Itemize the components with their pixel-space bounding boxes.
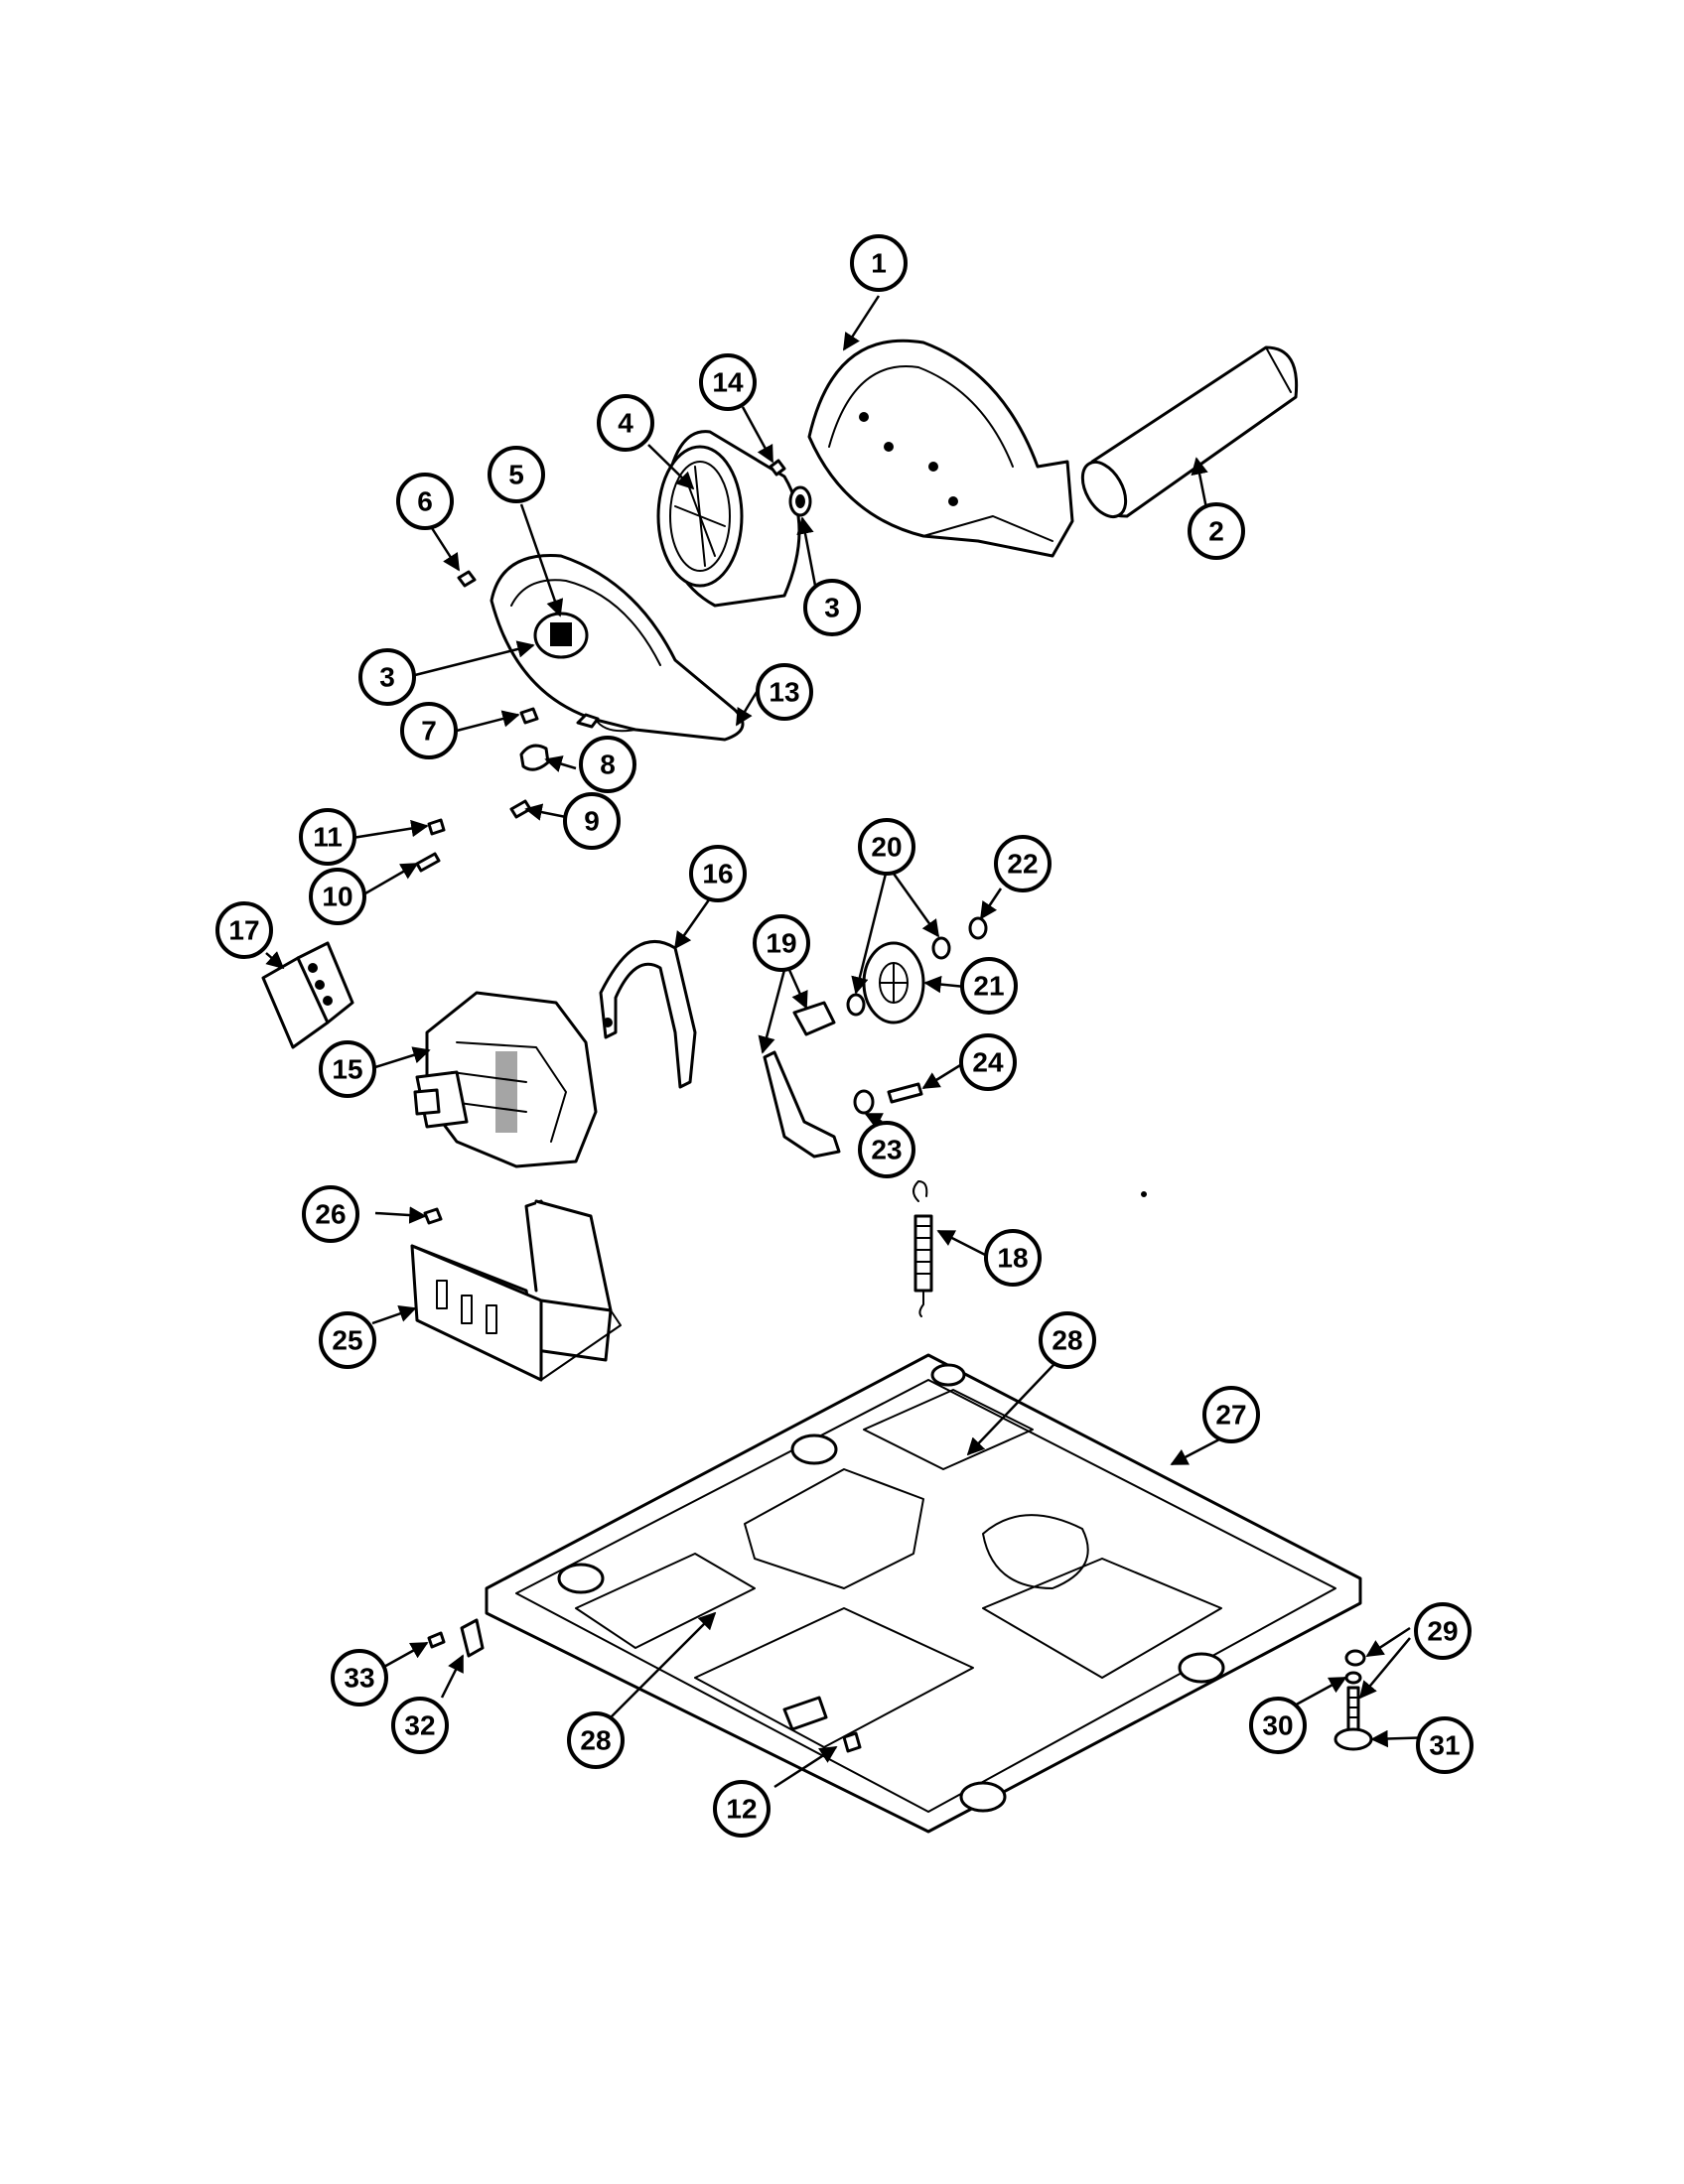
callout: 10 <box>309 868 366 925</box>
callout: 28 <box>567 1711 625 1769</box>
callout: 8 <box>579 736 636 793</box>
callout-label: 21 <box>973 971 1004 1002</box>
callout-label: 24 <box>972 1047 1004 1078</box>
base-plate <box>485 1353 1362 1834</box>
callout: 2 <box>1188 502 1245 560</box>
callout: 18 <box>984 1229 1042 1287</box>
callout: 30 <box>1249 1697 1307 1754</box>
callout-label: 4 <box>618 408 633 439</box>
callout: 1 <box>850 234 908 292</box>
upper-hardware <box>769 459 812 517</box>
callout: 4 <box>597 394 654 452</box>
callout-label: 17 <box>228 915 259 946</box>
callout-label: 13 <box>769 677 799 708</box>
motor-mount-bracket <box>410 1199 622 1382</box>
callout-label: 32 <box>404 1710 435 1741</box>
callout-label: 3 <box>824 593 840 623</box>
callout-label: 30 <box>1262 1710 1293 1741</box>
clip-and-screw <box>427 1618 485 1658</box>
callout: 19 <box>753 914 810 972</box>
callout: 3 <box>803 579 861 636</box>
callout-label: 7 <box>421 716 437 747</box>
callout-label: 33 <box>344 1663 374 1694</box>
callout-label: 29 <box>1427 1616 1458 1647</box>
callout: 13 <box>756 663 813 721</box>
callout-label: 28 <box>1052 1325 1082 1356</box>
callout: 7 <box>400 702 458 759</box>
callout: 24 <box>959 1033 1017 1091</box>
callout: 23 <box>858 1121 915 1178</box>
callout-label: 10 <box>322 882 352 912</box>
callout-label: 8 <box>600 750 616 780</box>
callout-label: 22 <box>1007 849 1038 880</box>
tension-spring <box>912 1180 933 1317</box>
callout-label: 15 <box>332 1054 362 1085</box>
callout-label: 11 <box>313 822 343 853</box>
motor-strap <box>599 939 697 1089</box>
callout: 9 <box>563 792 621 850</box>
callout: 17 <box>215 901 273 959</box>
callout-label: 2 <box>1208 516 1224 547</box>
callout: 3 <box>358 648 416 706</box>
callout-label: 28 <box>580 1725 611 1756</box>
callout: 5 <box>488 446 545 503</box>
callout: 32 <box>391 1697 449 1754</box>
terminal-block <box>261 941 354 1049</box>
callout: 16 <box>689 845 747 902</box>
callout: 21 <box>960 957 1018 1015</box>
callout: 15 <box>319 1040 376 1098</box>
callout: 27 <box>1202 1386 1260 1443</box>
callout-label: 31 <box>1429 1730 1460 1761</box>
callout-label: 20 <box>871 832 902 863</box>
callout: 22 <box>994 835 1052 892</box>
blower-housing <box>807 339 1074 558</box>
idler-assembly <box>763 916 988 1159</box>
callout: 29 <box>1414 1602 1472 1660</box>
callout: 28 <box>1039 1311 1096 1369</box>
leader-lines <box>265 295 1436 1789</box>
callout: 12 <box>713 1780 771 1838</box>
callout-label: 23 <box>871 1135 902 1165</box>
callout-label: 16 <box>702 859 733 889</box>
callout-label: 18 <box>997 1243 1028 1274</box>
callout-label: 12 <box>726 1794 757 1825</box>
callout: 14 <box>699 353 757 411</box>
blower-wheel <box>656 430 801 608</box>
part-drawings <box>261 339 1373 1834</box>
callout: 11 <box>299 808 356 866</box>
callout: 6 <box>396 473 454 530</box>
callout-label: 19 <box>766 928 796 959</box>
callout-label: 6 <box>417 486 433 517</box>
callout: 26 <box>302 1185 359 1243</box>
callout-label: 14 <box>712 367 744 398</box>
callout-label: 3 <box>379 662 395 693</box>
callout-label: 27 <box>1215 1400 1246 1431</box>
callout-label: 25 <box>332 1325 362 1356</box>
exhaust-duct <box>1080 345 1299 518</box>
drive-motor <box>413 991 598 1168</box>
leveling-leg <box>1333 1649 1373 1751</box>
callout: 20 <box>858 818 915 876</box>
callout: 25 <box>319 1311 376 1369</box>
callout-label: 5 <box>508 460 524 490</box>
callout: 31 <box>1416 1716 1474 1774</box>
callout: 33 <box>331 1649 388 1706</box>
callout-label: 26 <box>315 1199 346 1230</box>
callout-label: 1 <box>871 248 887 279</box>
callout-label: 9 <box>584 806 600 837</box>
